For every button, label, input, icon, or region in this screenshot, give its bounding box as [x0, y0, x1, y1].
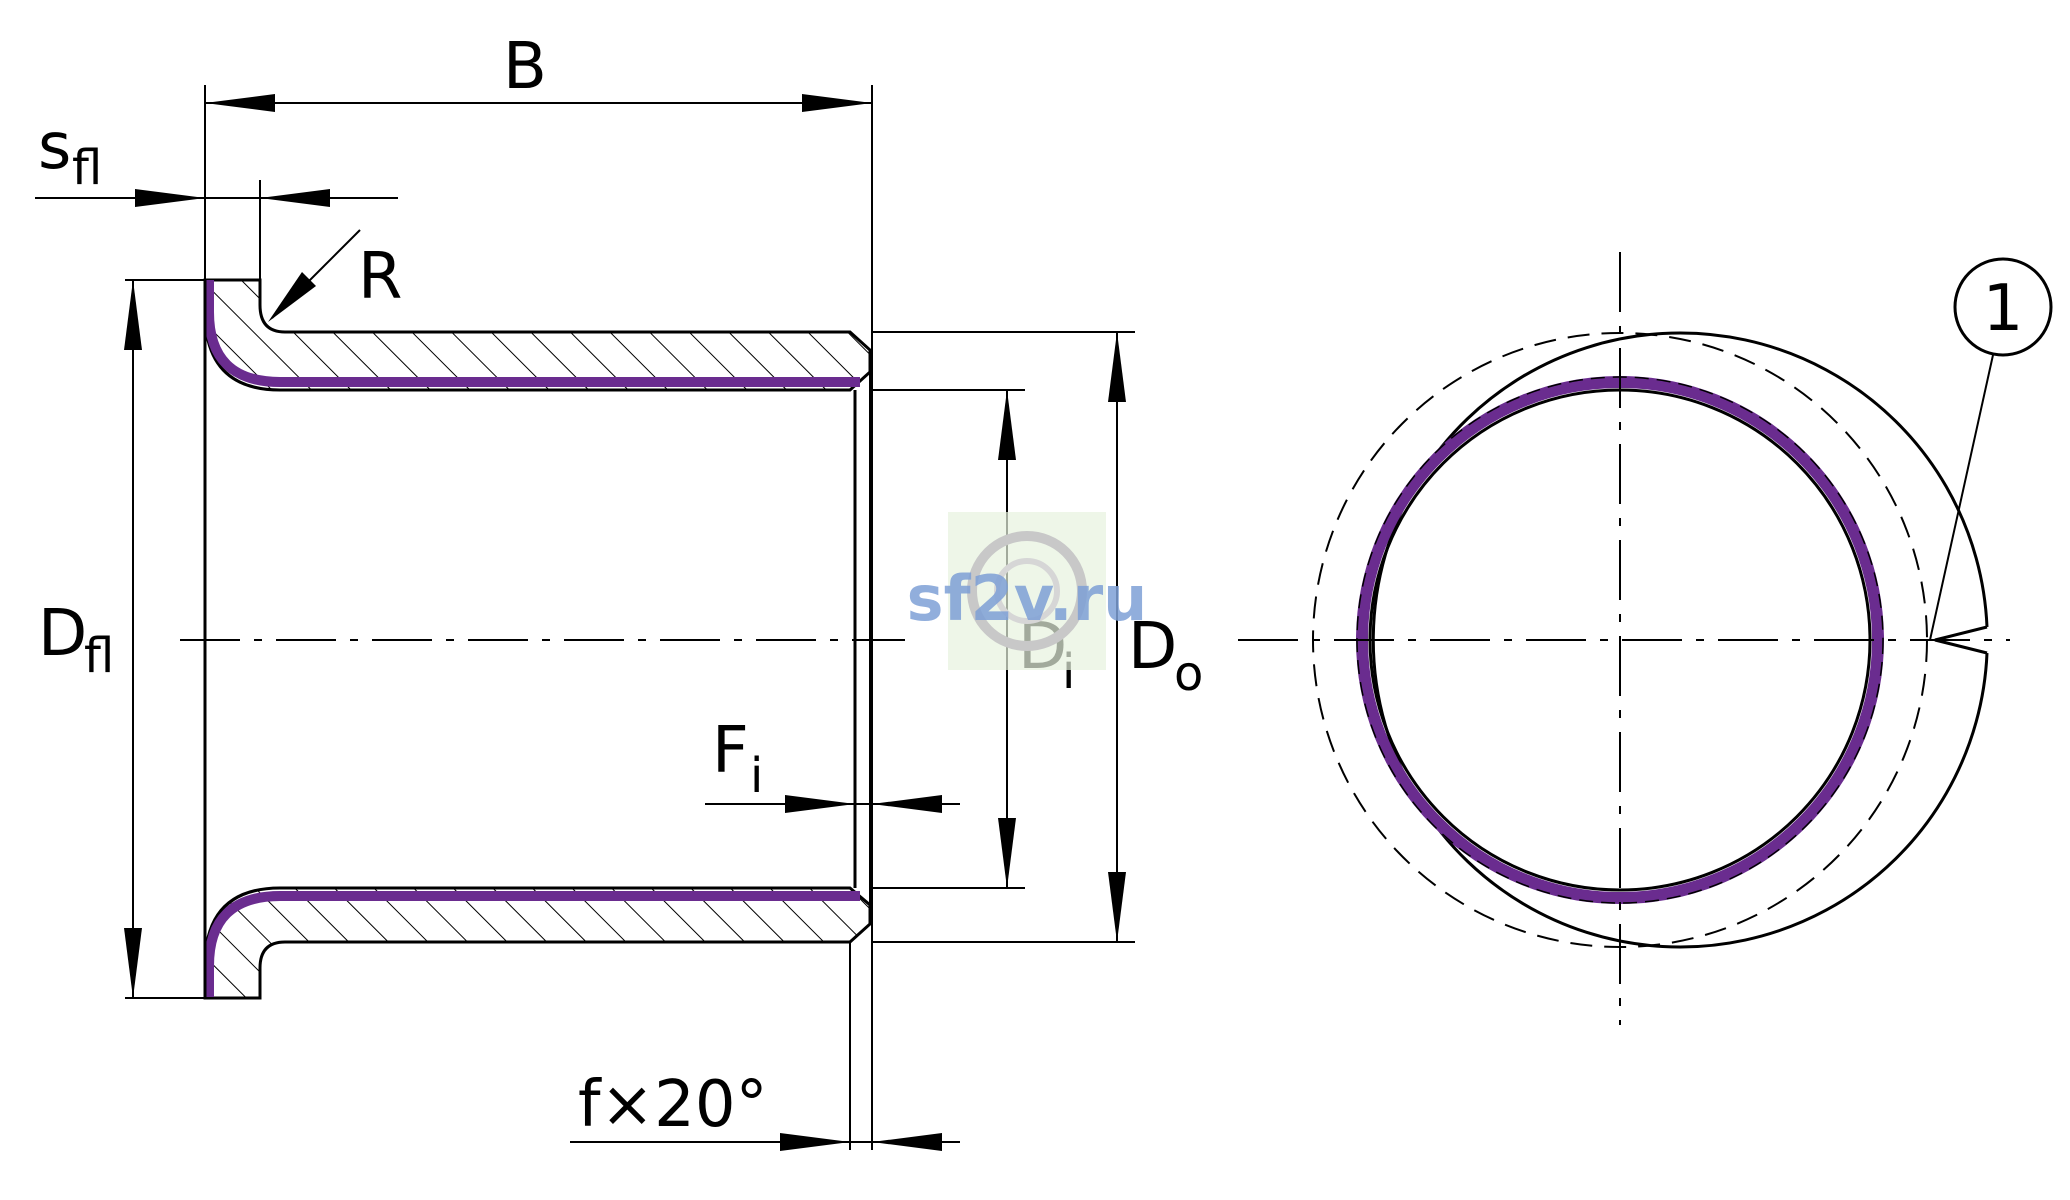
label-do-sub: o	[1174, 646, 1203, 702]
label-b: B	[503, 30, 547, 104]
label-fi: F	[712, 714, 749, 788]
label-dfl: D	[38, 597, 87, 671]
fi-arrow-left	[785, 795, 855, 813]
r-arrow	[268, 272, 316, 322]
b-arrow-right	[802, 94, 872, 112]
do-arrow-top	[1108, 332, 1126, 402]
label-sfl: s	[38, 110, 71, 184]
label-dfl-sub: fl	[84, 628, 114, 684]
label-chamfer: f×20°	[578, 1068, 768, 1142]
watermark: sf2v.ru	[907, 512, 1148, 670]
chamfer-arrow-left	[780, 1133, 850, 1151]
fi-arrow-right	[872, 795, 942, 813]
callout-label: 1	[1983, 272, 2024, 346]
upper-sliding-layer	[204, 280, 860, 387]
label-r: R	[358, 240, 402, 314]
callout-leader	[1929, 354, 1994, 641]
chamfer-arrow-right	[872, 1133, 942, 1151]
b-arrow-left	[205, 94, 275, 112]
dfl-arrow-top	[124, 280, 142, 350]
dfl-arrow-bottom	[124, 928, 142, 998]
label-do: D	[1128, 610, 1177, 684]
end-view: 1	[1238, 252, 2053, 1025]
section-view: B s fl R D fl D i D o	[35, 30, 1203, 1151]
watermark-bearing-icon	[967, 531, 1087, 651]
sfl-arrow-left	[135, 189, 205, 207]
lower-sliding-layer	[204, 891, 860, 998]
label-fi-sub: i	[750, 748, 763, 804]
di-arrow-top	[998, 390, 1016, 460]
lower-wall-section	[203, 886, 872, 1000]
watermark-inner-ring	[994, 558, 1060, 624]
label-sfl-sub: fl	[72, 140, 102, 196]
upper-wall-section	[203, 278, 872, 392]
sfl-arrow-right	[260, 189, 330, 207]
do-arrow-bottom	[1108, 872, 1126, 942]
watermark-text: sf2v.ru	[907, 562, 1148, 635]
callout-bubble	[1953, 257, 2053, 357]
di-arrow-bottom	[998, 818, 1016, 888]
